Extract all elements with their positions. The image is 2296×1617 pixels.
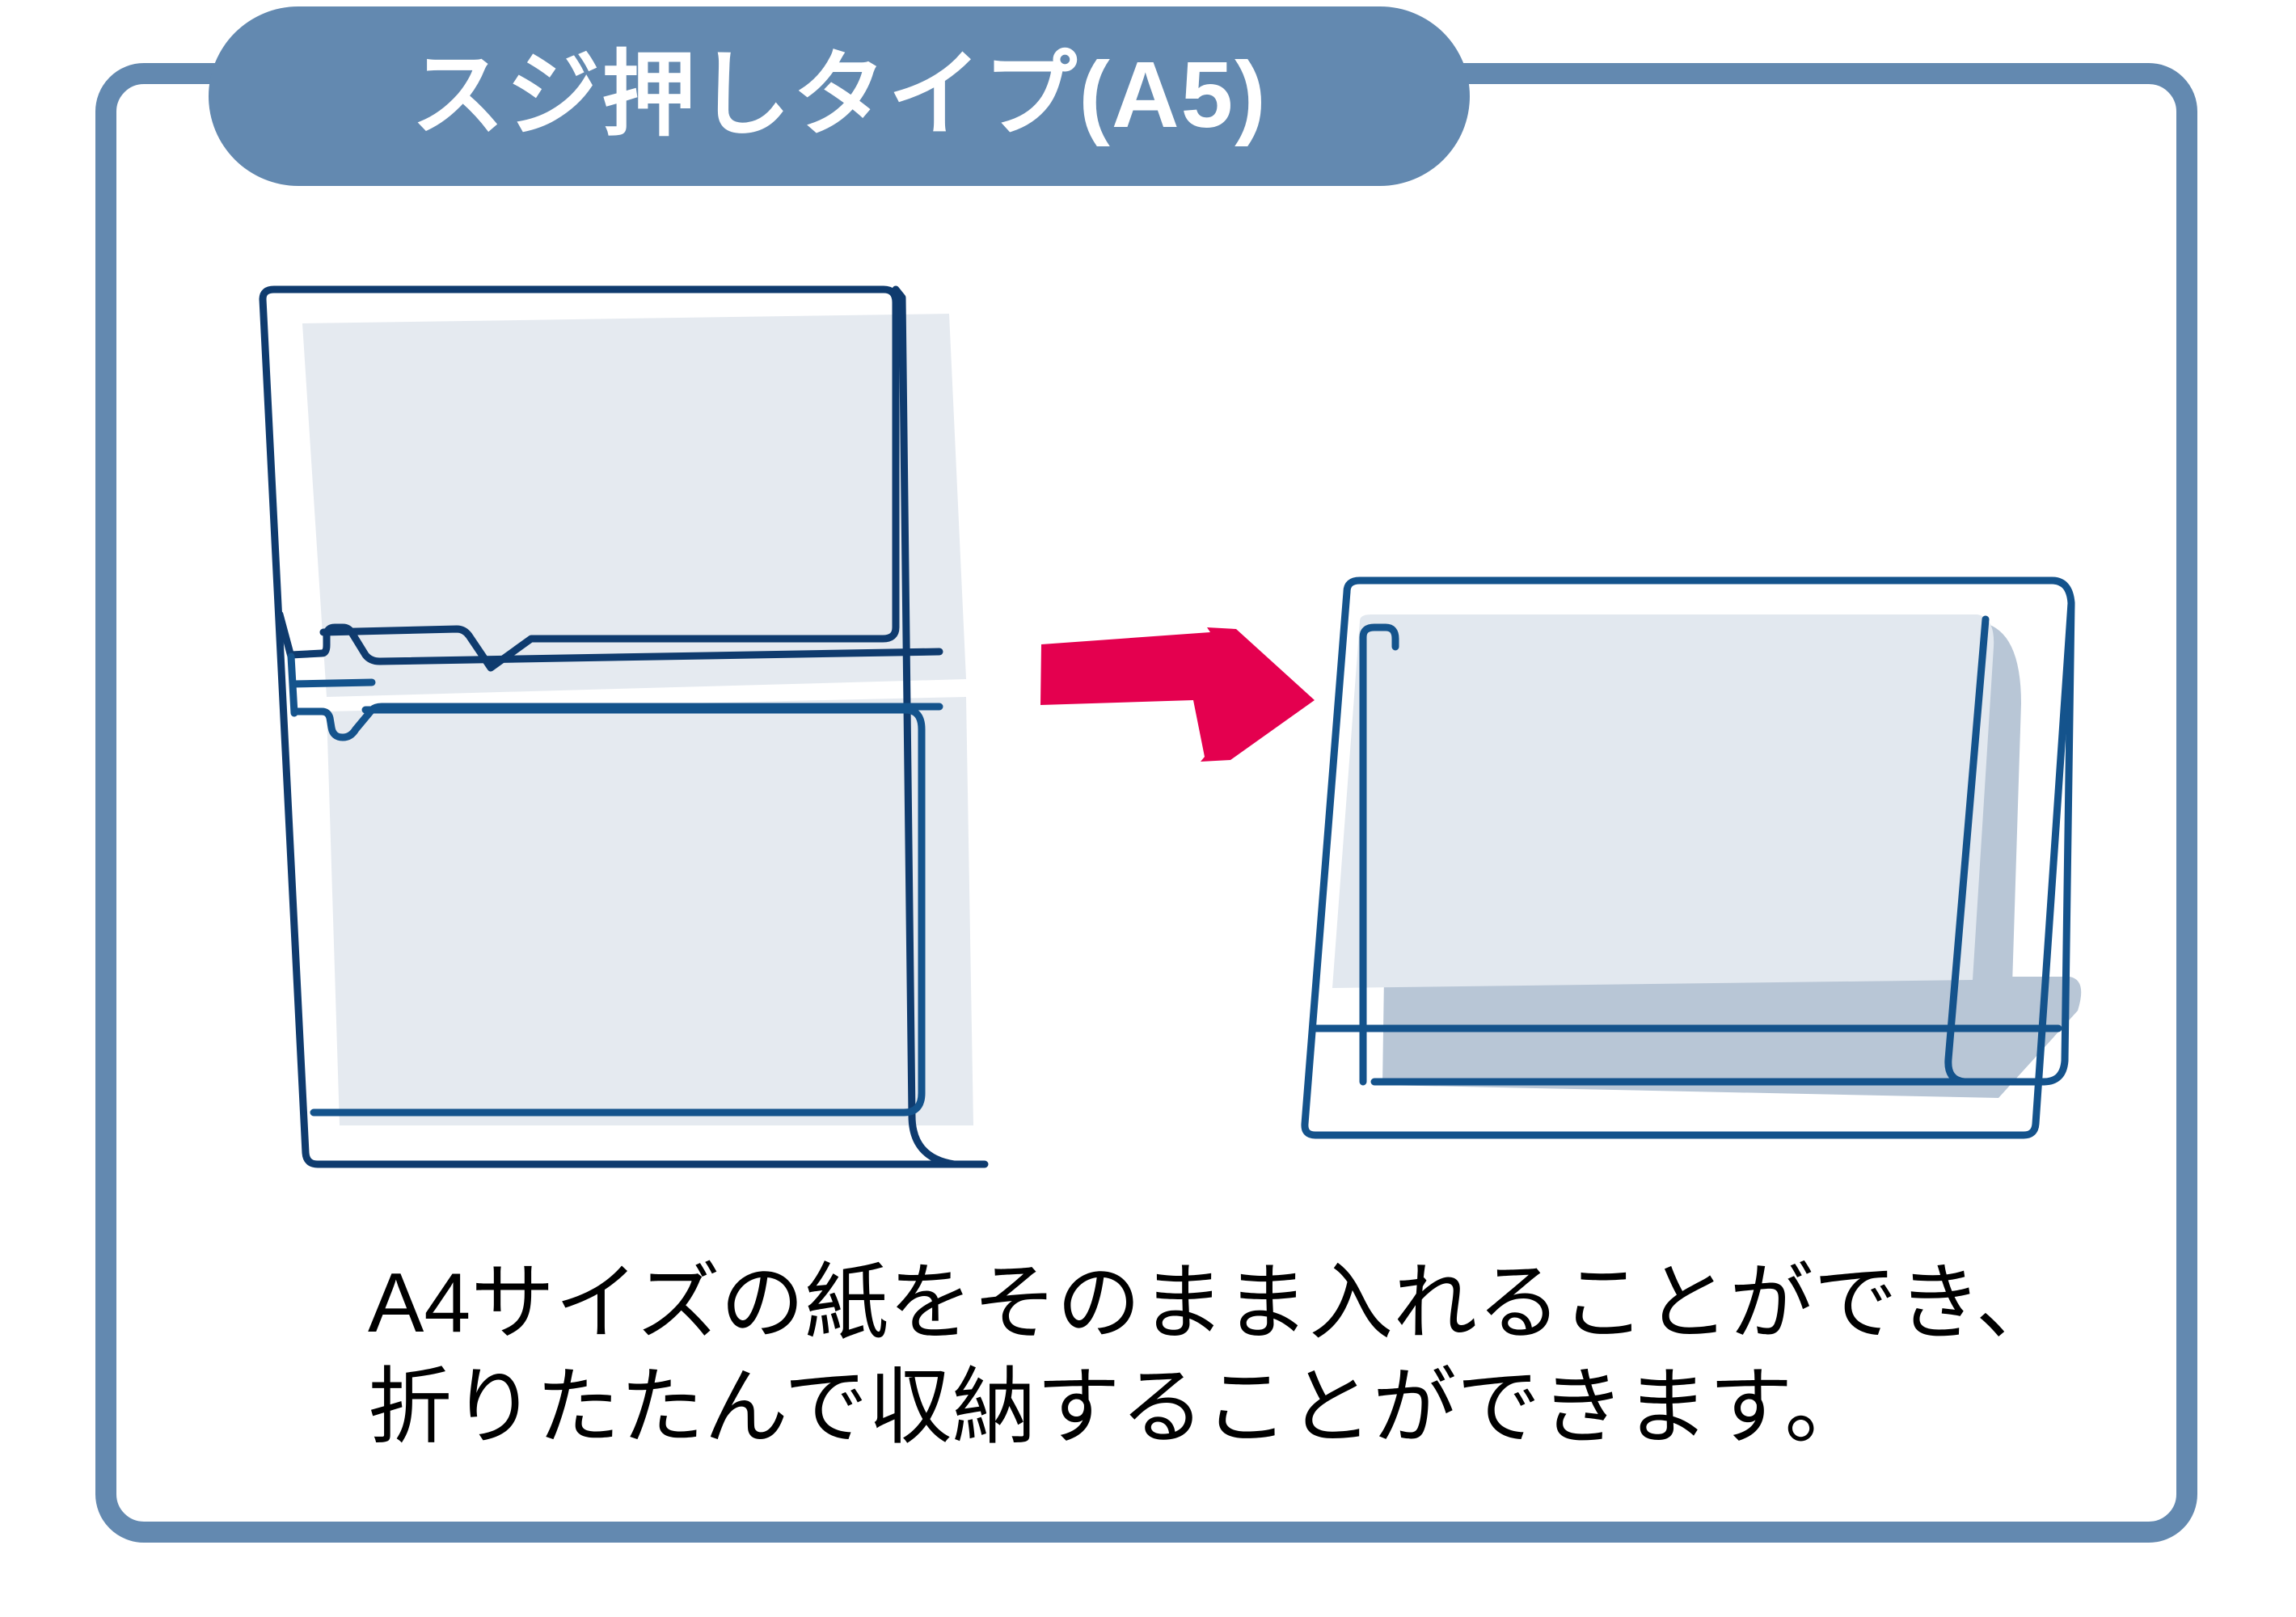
caption-line-1: A4サイズの紙をそのまま入れることができ、 (368, 1256, 2060, 1350)
caption-line-2: 折りたたんで収納することができます。 (368, 1360, 1869, 1454)
title-badge-label: スジ押しタイプ(A5) (411, 42, 1268, 147)
caption-block: A4サイズの紙をそのまま入れることができ、 折りたたんで収納することができます。 (368, 1252, 2060, 1460)
title-badge: スジ押しタイプ(A5) (209, 6, 1470, 186)
